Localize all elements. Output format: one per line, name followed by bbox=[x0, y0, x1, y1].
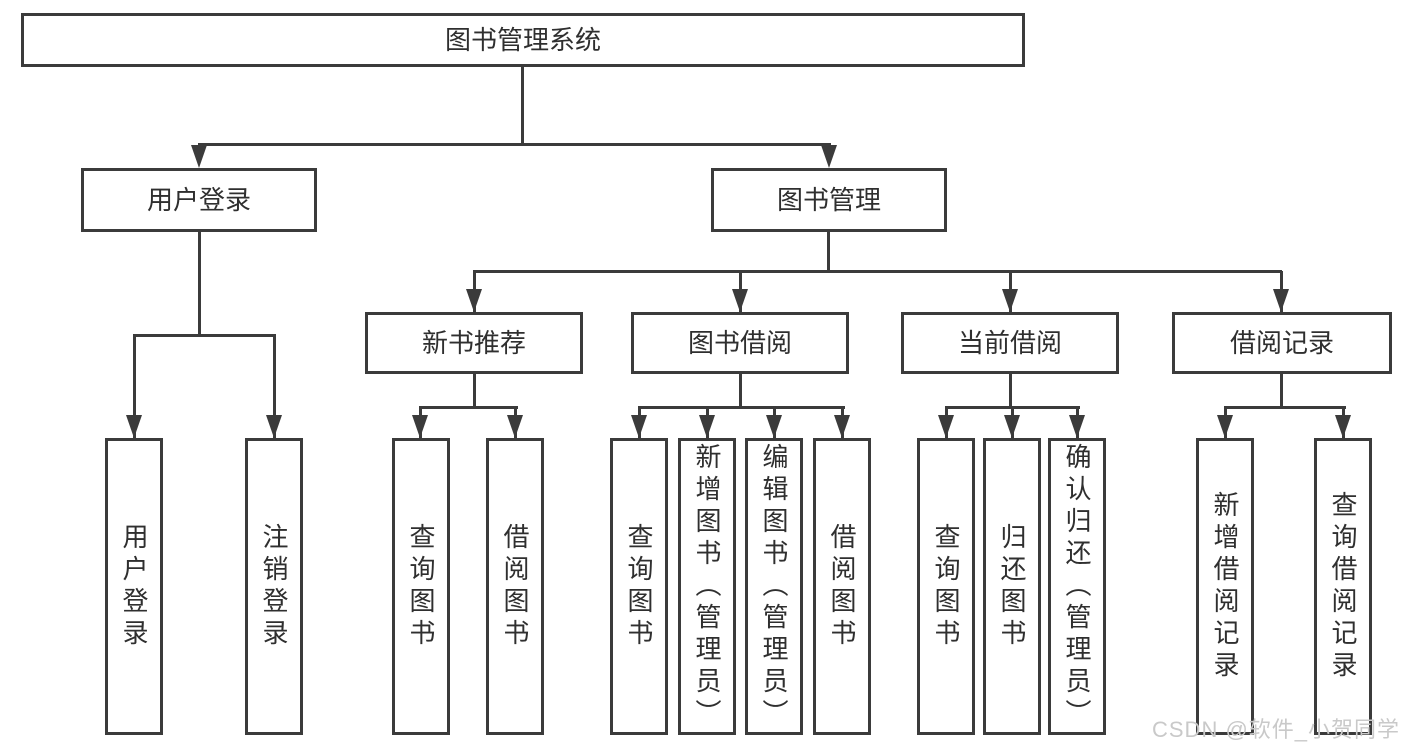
arrowhead-icon bbox=[1217, 415, 1233, 438]
node-user-login: 用户登录 bbox=[81, 168, 317, 232]
arrowhead-icon bbox=[266, 415, 282, 438]
arrowhead-icon bbox=[766, 415, 782, 438]
node-label: 图书借阅 bbox=[687, 328, 792, 358]
node-label: 查询图书 bbox=[931, 522, 961, 651]
connector-line bbox=[827, 232, 830, 271]
connector-line bbox=[473, 374, 476, 407]
connector-line bbox=[1280, 374, 1283, 407]
node-label: 归还图书 bbox=[997, 522, 1027, 651]
arrowhead-icon bbox=[631, 415, 647, 438]
csdn-watermark: CSDN @软件_小贺同学 bbox=[1152, 717, 1401, 742]
node-label: 注销登录 bbox=[259, 522, 289, 651]
arrowhead-icon bbox=[191, 145, 207, 168]
leaf-query-borrow-record: 查询借阅记录 bbox=[1314, 438, 1372, 735]
connector-line bbox=[739, 374, 742, 407]
arrowhead-icon bbox=[1335, 415, 1351, 438]
leaf-borrow-books: 借阅图书 bbox=[813, 438, 871, 735]
leaf-edit-books-admin: 编辑图书（管理员） bbox=[745, 438, 803, 735]
connector-line bbox=[521, 67, 524, 145]
node-borrowing-records: 借阅记录 bbox=[1172, 312, 1392, 374]
connector-line bbox=[198, 143, 831, 146]
node-label: 借阅图书 bbox=[500, 522, 530, 651]
node-label: 当前借阅 bbox=[957, 328, 1062, 358]
arrowhead-icon bbox=[834, 415, 850, 438]
node-label: 查询借阅记录 bbox=[1328, 490, 1358, 683]
leaf-add-borrow-record: 新增借阅记录 bbox=[1196, 438, 1254, 735]
leaf-query-books-borrow: 查询图书 bbox=[610, 438, 668, 735]
arrowhead-icon bbox=[412, 415, 428, 438]
arrowhead-icon bbox=[126, 415, 142, 438]
node-label: 查询图书 bbox=[624, 522, 654, 651]
leaf-borrow-books-recommend: 借阅图书 bbox=[486, 438, 544, 735]
connector-line bbox=[638, 406, 845, 409]
leaf-user-login: 用户登录 bbox=[105, 438, 163, 735]
node-label: 查询图书 bbox=[406, 522, 436, 651]
node-book-borrowing: 图书借阅 bbox=[631, 312, 849, 374]
node-label: 借阅记录 bbox=[1229, 328, 1334, 358]
arrowhead-icon bbox=[1069, 415, 1085, 438]
node-label: 新增借阅记录 bbox=[1210, 490, 1240, 683]
arrowhead-icon bbox=[821, 145, 837, 168]
connector-line bbox=[1224, 406, 1346, 409]
connector-line bbox=[473, 270, 1282, 273]
arrowhead-icon bbox=[1002, 289, 1018, 312]
node-current-borrowing: 当前借阅 bbox=[901, 312, 1119, 374]
leaf-query-books-current: 查询图书 bbox=[917, 438, 975, 735]
arrowhead-icon bbox=[732, 289, 748, 312]
leaf-logout: 注销登录 bbox=[245, 438, 303, 735]
leaf-query-books-recommend: 查询图书 bbox=[392, 438, 450, 735]
arrowhead-icon bbox=[507, 415, 523, 438]
node-label: 新增图书（管理员） bbox=[692, 442, 722, 731]
node-book-management: 图书管理 bbox=[711, 168, 947, 232]
arrowhead-icon bbox=[938, 415, 954, 438]
arrowhead-icon bbox=[1273, 289, 1289, 312]
node-label: 借阅图书 bbox=[827, 522, 857, 651]
node-label: 图书管理系统 bbox=[444, 25, 601, 55]
node-label: 确认归还（管理员） bbox=[1062, 442, 1092, 731]
connector-line bbox=[419, 406, 518, 409]
leaf-confirm-return-admin: 确认归还（管理员） bbox=[1048, 438, 1106, 735]
connector-line bbox=[273, 335, 276, 438]
connector-line bbox=[1009, 374, 1012, 407]
node-label: 新书推荐 bbox=[421, 328, 526, 358]
node-label: 用户登录 bbox=[119, 522, 149, 651]
connector-line bbox=[133, 334, 276, 337]
node-library-system: 图书管理系统 bbox=[21, 13, 1025, 67]
node-label: 用户登录 bbox=[146, 185, 251, 215]
leaf-return-books: 归还图书 bbox=[983, 438, 1041, 735]
node-label: 编辑图书（管理员） bbox=[759, 442, 789, 731]
arrowhead-icon bbox=[466, 289, 482, 312]
arrowhead-icon bbox=[699, 415, 715, 438]
arrowhead-icon bbox=[1004, 415, 1020, 438]
connector-line bbox=[198, 232, 201, 335]
leaf-add-books-admin: 新增图书（管理员） bbox=[678, 438, 736, 735]
node-label: 图书管理 bbox=[776, 185, 881, 215]
connector-line bbox=[133, 335, 136, 438]
node-new-book-recommendation: 新书推荐 bbox=[365, 312, 583, 374]
